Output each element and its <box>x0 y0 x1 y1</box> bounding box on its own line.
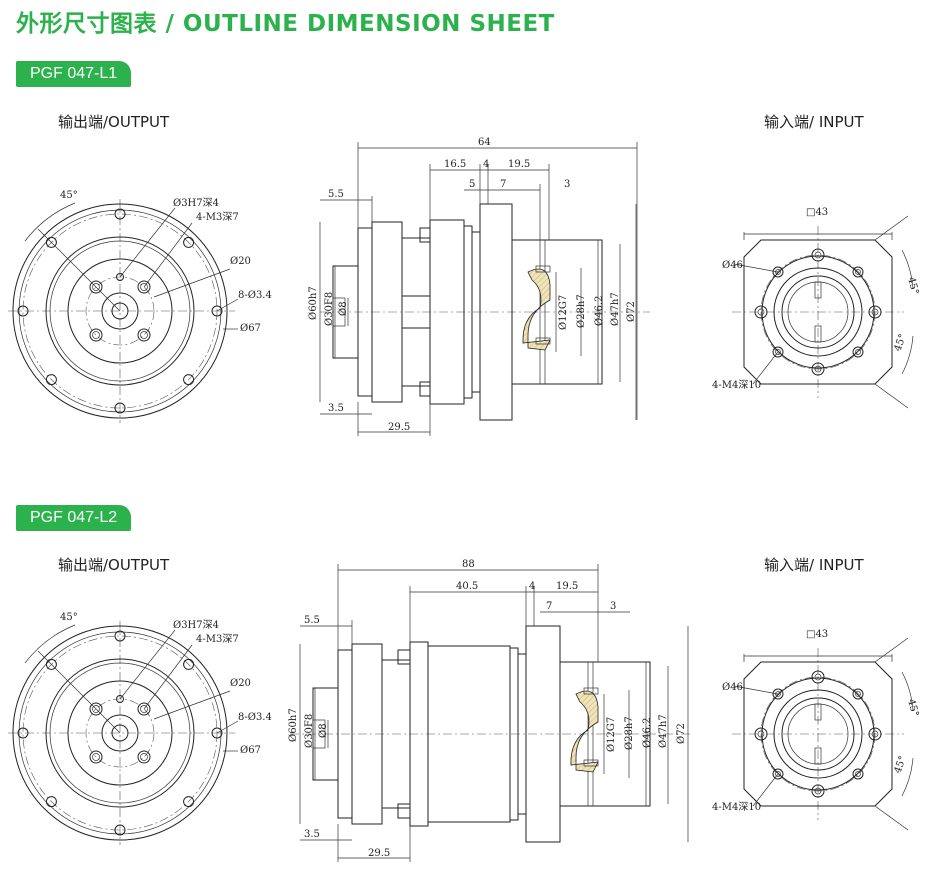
input-label-l2: 输入端/ INPUT <box>764 556 864 574</box>
model-badge-l2: PGF 047-L2 <box>16 505 132 531</box>
l1-d72: Ø72 <box>626 301 637 322</box>
l2-d30: Ø30F8 <box>304 714 315 748</box>
l1-in-square: □43 <box>806 207 828 218</box>
l2-dim-a: 40.5 <box>456 581 478 592</box>
l1-dim-c: 19.5 <box>508 159 530 170</box>
l2-out-outer-dia: Ø67 <box>240 745 261 756</box>
l1-d12: Ø12G7 <box>558 295 569 330</box>
l2-d47: Ø47h7 <box>658 714 669 748</box>
page-title: 外形尺寸图表 / OUTLINE DIMENSION SHEET <box>16 11 555 37</box>
dimension-lines-l2 <box>299 564 689 862</box>
l1-in-angle-bottom: 45° <box>892 333 908 353</box>
l1-flange-thk: 5.5 <box>328 189 344 200</box>
l1-d28: Ø28h7 <box>576 294 587 328</box>
l1-in-angle-top: 45° <box>905 276 920 296</box>
l2-d12: Ø12G7 <box>606 717 617 752</box>
l2-dim-f: 3 <box>610 601 616 612</box>
l2-shaft-len: 29.5 <box>368 848 390 859</box>
l1-out-bolt-holes: 8-Ø3.4 <box>238 290 272 301</box>
l2-out-angle: 45° <box>60 612 78 623</box>
l1-d46-2: Ø46.2 <box>594 296 605 326</box>
l1-shaft-step: 3.5 <box>328 403 344 414</box>
l2-total-length: 88 <box>462 559 475 570</box>
l1-out-angle: 45° <box>60 190 78 201</box>
l2-d60: Ø60h7 <box>288 708 299 742</box>
l1-d30: Ø30F8 <box>324 292 335 326</box>
l2-d72: Ø72 <box>676 723 687 744</box>
l1-d8: Ø8 <box>338 301 349 316</box>
l2-in-pcd: Ø46 <box>722 682 743 693</box>
l1-out-outer-dia: Ø67 <box>240 323 261 334</box>
l2-out-hole-small: Ø3H7深4 <box>173 619 219 631</box>
l2-dim-c: 19.5 <box>556 581 578 592</box>
l2-in-angle-bottom: 45° <box>892 755 908 775</box>
l2-out-bolt-holes: 8-Ø3.4 <box>238 712 272 723</box>
l1-shaft-len: 29.5 <box>388 422 410 433</box>
l2-in-angle-top: 45° <box>905 698 920 718</box>
output-label-l2: 输出端/OUTPUT <box>58 556 170 574</box>
l2-out-inner-dia: Ø20 <box>230 678 251 689</box>
output-label-l1: 输出端/OUTPUT <box>58 113 170 131</box>
l2-shaft-step: 3.5 <box>304 829 320 840</box>
l2-in-square: □43 <box>806 629 828 640</box>
l1-d47: Ø47h7 <box>610 292 621 326</box>
l1-dim-d: 5 <box>469 179 475 190</box>
input-label-l1: 输入端/ INPUT <box>764 113 864 131</box>
l1-out-hole-small: Ø3H7深4 <box>173 197 219 209</box>
l1-in-holes: 4-M4深10 <box>712 379 761 391</box>
dimension-lines-l1 <box>319 142 638 436</box>
l1-total-length: 64 <box>478 137 491 148</box>
l2-dim-b: 4 <box>529 581 535 592</box>
l1-dim-e: 7 <box>500 179 506 190</box>
model-badge-l1: PGF 047-L1 <box>16 61 132 87</box>
l2-in-holes: 4-M4深10 <box>712 801 761 813</box>
l2-out-tapped: 4-M3深7 <box>196 633 239 645</box>
l1-dim-b: 4 <box>483 159 489 170</box>
l1-out-tapped: 4-M3深7 <box>196 211 239 223</box>
l1-dim-a: 16.5 <box>444 159 466 170</box>
l2-d28: Ø28h7 <box>624 716 635 750</box>
l2-d46-2: Ø46.2 <box>642 718 653 748</box>
l2-dim-e: 7 <box>546 601 552 612</box>
l2-d8: Ø8 <box>318 723 329 738</box>
l1-dim-f: 3 <box>564 179 570 190</box>
output-flange-view-l1 <box>7 198 239 424</box>
l2-flange-thk: 5.5 <box>304 615 320 626</box>
l1-d60: Ø60h7 <box>308 286 319 320</box>
output-flange-view-l2 <box>7 620 239 846</box>
l1-out-inner-dia: Ø20 <box>230 256 251 267</box>
l1-in-pcd: Ø46 <box>722 260 743 271</box>
